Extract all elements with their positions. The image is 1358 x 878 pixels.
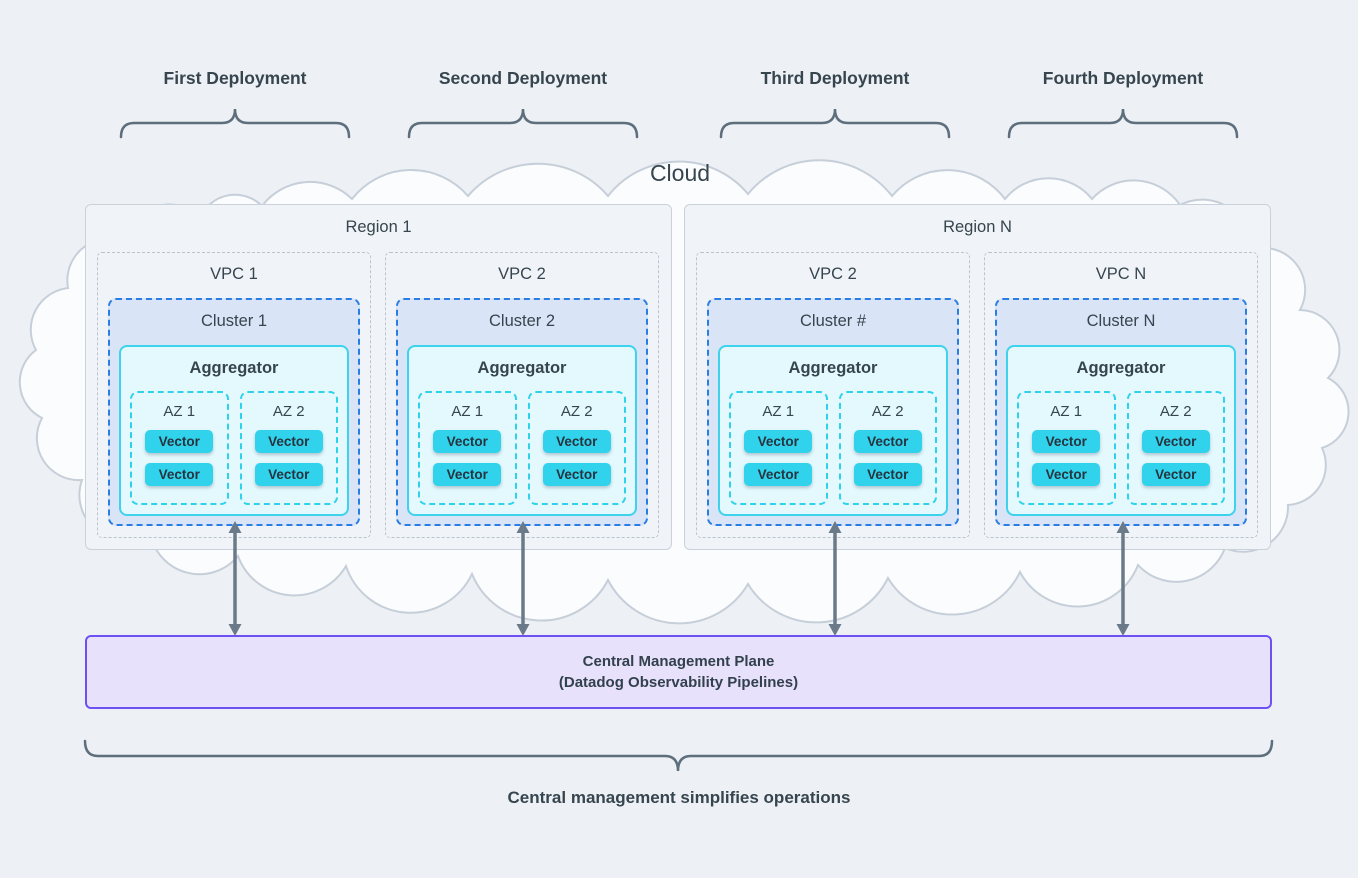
az-title: AZ 2 [1159,403,1192,420]
vpc-title: VPC N [1095,265,1147,283]
vpc-title: VPC 2 [498,265,546,283]
vector-node: Vector [744,463,813,486]
vector-node: Vector [542,463,611,486]
az-row: AZ 1 Vector Vector AZ 2 Vector Vector [418,391,626,505]
vector-node: Vector [853,430,922,453]
brace-second-deployment [407,108,639,139]
az-row: AZ 1 Vector Vector AZ 2 Vector Vector [130,391,338,505]
cloud-title: Cloud [649,160,711,186]
az-box: AZ 1 Vector Vector [1017,391,1116,505]
vector-node: Vector [254,430,323,453]
az-box: AZ 2 Vector Vector [838,391,937,505]
aggregator-box: Aggregator AZ 1 Vector Vector AZ 2 Vecto… [119,345,349,516]
az-box: AZ 1 Vector Vector [418,391,517,505]
az-box: AZ 2 Vector Vector [239,391,338,505]
region-1-box: Region 1 VPC 1 Cluster 1 Aggregator AZ 1… [85,204,672,550]
vector-node: Vector [145,430,214,453]
az-box: AZ 1 Vector Vector [130,391,229,505]
aggregator-box: Aggregator AZ 1 Vector Vector AZ 2 Vecto… [718,345,948,516]
vpc-box: VPC N Cluster N Aggregator AZ 1 Vector V… [984,252,1258,538]
az-row: AZ 1 Vector Vector AZ 2 Vector Vector [729,391,937,505]
cluster-box: Cluster 1 Aggregator AZ 1 Vector Vector … [108,298,360,526]
central-management-plane: Central Management Plane (Datadog Observ… [85,635,1272,709]
vpc-title: VPC 1 [210,265,258,283]
vector-node: Vector [853,463,922,486]
vpc-title: VPC 2 [809,265,857,283]
region-title: Region 1 [345,218,412,236]
fourth-deployment-label: Fourth Deployment [1042,68,1204,88]
plane-subtitle: (Datadog Observability Pipelines) [558,674,799,691]
az-title: AZ 1 [163,403,196,420]
cluster-title: Cluster N [1086,312,1156,330]
cluster-title: Cluster 2 [488,312,556,330]
cluster-box: Cluster N Aggregator AZ 1 Vector Vector … [995,298,1247,526]
brace-third-deployment [719,108,951,139]
brace-central-management [83,739,1274,772]
az-title: AZ 1 [1050,403,1083,420]
az-title: AZ 1 [762,403,795,420]
az-title: AZ 1 [451,403,484,420]
vector-node: Vector [1032,463,1101,486]
cluster-box: Cluster # Aggregator AZ 1 Vector Vector … [707,298,959,526]
region-title: Region N [943,218,1012,236]
cluster-title: Cluster # [799,312,867,330]
vector-node: Vector [542,430,611,453]
vector-node: Vector [744,430,813,453]
aggregator-title: Aggregator [189,359,279,377]
vector-node: Vector [145,463,214,486]
third-deployment-label: Third Deployment [760,68,910,88]
vector-node: Vector [1141,430,1210,453]
plane-title: Central Management Plane [582,653,775,670]
cluster-box: Cluster 2 Aggregator AZ 1 Vector Vector … [396,298,648,526]
aggregator-title: Aggregator [788,359,878,377]
second-deployment-label: Second Deployment [438,68,608,88]
brace-fourth-deployment [1007,108,1239,139]
az-title: AZ 2 [272,403,305,420]
brace-first-deployment [119,108,351,139]
vector-node: Vector [433,463,502,486]
cluster-title: Cluster 1 [200,312,268,330]
aggregator-title: Aggregator [1076,359,1166,377]
az-title: AZ 2 [560,403,593,420]
region-n-box: Region N VPC 2 Cluster # Aggregator AZ 1… [684,204,1271,550]
aggregator-title: Aggregator [477,359,567,377]
az-title: AZ 2 [871,403,904,420]
az-box: AZ 2 Vector Vector [527,391,626,505]
vpc-box: VPC 2 Cluster # Aggregator AZ 1 Vector V… [696,252,970,538]
aggregator-box: Aggregator AZ 1 Vector Vector AZ 2 Vecto… [1006,345,1236,516]
vector-node: Vector [1032,430,1101,453]
vpc-box: VPC 2 Cluster 2 Aggregator AZ 1 Vector V… [385,252,659,538]
vpc-box: VPC 1 Cluster 1 Aggregator AZ 1 Vector V… [97,252,371,538]
first-deployment-label: First Deployment [163,68,307,88]
vector-node: Vector [254,463,323,486]
vector-node: Vector [1141,463,1210,486]
az-box: AZ 2 Vector Vector [1126,391,1225,505]
az-box: AZ 1 Vector Vector [729,391,828,505]
vector-node: Vector [433,430,502,453]
az-row: AZ 1 Vector Vector AZ 2 Vector Vector [1017,391,1225,505]
aggregator-box: Aggregator AZ 1 Vector Vector AZ 2 Vecto… [407,345,637,516]
diagram-caption: Central management simplifies operations [507,788,851,807]
